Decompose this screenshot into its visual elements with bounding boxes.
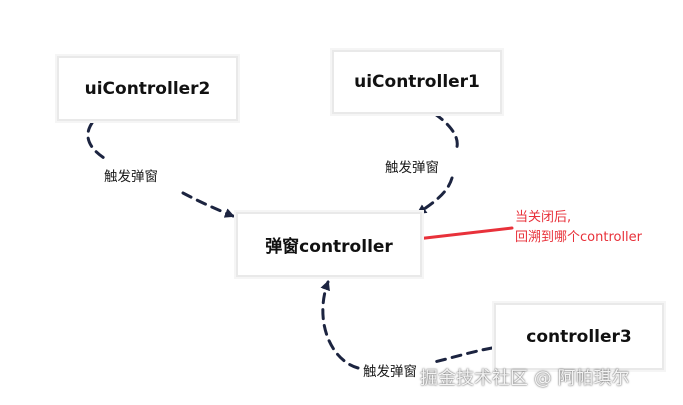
node-popup-controller-label: 弹窗controller: [265, 237, 393, 257]
edge-label-left: 触发弹窗: [104, 169, 158, 185]
annotation-arrow: [406, 226, 514, 245]
edge-c3-to-popup-tail: [320, 280, 360, 370]
watermark: 掘金技术社区 @ 阿帕琪尔: [420, 368, 630, 389]
edge-label-right: 触发弹窗: [385, 160, 439, 176]
node-controller-3-label: controller3: [526, 326, 632, 347]
edge-ui2-to-popup-tail: [181, 191, 235, 218]
node-ui-controller-1-label: uiController1: [354, 72, 480, 92]
edge-c3-to-popup: [428, 346, 494, 365]
node-controller-3: controller3: [494, 303, 664, 370]
edge-ui1-to-popup-tail: [416, 176, 454, 215]
annotation-line-2: 回溯到哪个controller: [515, 230, 643, 245]
edge-label-bottom: 触发弹窗: [363, 364, 417, 380]
edge-ui1-to-popup: [433, 112, 459, 154]
node-ui-controller-2-label: uiController2: [84, 78, 211, 99]
node-ui-controller-1: uiController1: [332, 50, 502, 114]
annotation-note: 当关闭后, 回溯到哪个controller: [515, 208, 642, 248]
node-ui-controller-2: uiController2: [57, 56, 238, 121]
annotation-line-1: 当关闭后,: [515, 210, 572, 225]
edge-ui2-to-popup: [86, 121, 106, 160]
node-popup-controller: 弹窗controller: [236, 212, 422, 277]
